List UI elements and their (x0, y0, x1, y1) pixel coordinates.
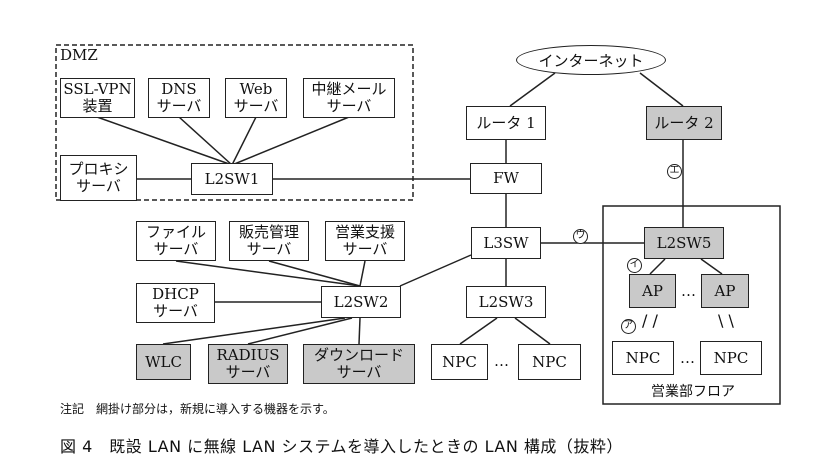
link-salesmgmt-l2sw2 (268, 260, 361, 287)
npc-wired-2: NPC (518, 344, 581, 380)
ssl-vpn-device: SSL-VPN 装置 (60, 78, 135, 118)
internet-cloud: インターネット (516, 45, 666, 75)
link-radius-l2sw2 (247, 317, 353, 345)
sales-support-server: 営業支援 サーバ (325, 221, 405, 261)
link-l2sw3-npc2 (514, 317, 551, 345)
sales-floor-boundary (602, 205, 781, 405)
file-server: ファイル サーバ (136, 221, 216, 261)
wlc-device: WLC (136, 344, 191, 380)
footnote: 注記 網掛け部分は，新規に導入する機器を示す。 (60, 402, 335, 416)
link-internet-router2 (639, 72, 684, 107)
l3sw-switch: L3SW (471, 227, 541, 259)
npc-ellipsis-wireless: … (680, 349, 695, 367)
relay-mail-server: 中継メール サーバ (303, 78, 395, 118)
dhcp-server: DHCP サーバ (136, 283, 215, 323)
wireless-link-2: \ \ (718, 311, 734, 330)
marker-a: ア (621, 319, 636, 334)
figure-caption: 図 4 既設 LAN に無線 LAN システムを導入したときの LAN 構成（抜… (60, 437, 623, 456)
marker-e: エ (667, 164, 682, 179)
marker-i: イ (627, 258, 642, 273)
link-download-l2sw2 (358, 317, 361, 345)
link-l2sw5-ap1 (649, 258, 666, 275)
link-web-l2sw1 (231, 116, 257, 166)
link-l2sw3-npc1 (459, 317, 498, 345)
dns-server: DNS サーバ (148, 78, 210, 118)
proxy-server: プロキシ サーバ (60, 155, 137, 201)
sales-floor-label: 営業部フロア (648, 381, 738, 401)
access-point-1: AP (629, 274, 676, 308)
wireless-link-1: / / (642, 311, 658, 330)
access-point-2: AP (701, 274, 749, 308)
marker-u: ウ (573, 229, 588, 244)
dmz-label: DMZ (57, 46, 101, 64)
sales-management-server: 販売管理 サーバ (229, 221, 309, 261)
npc-wireless-1: NPC (612, 341, 674, 375)
dmz-boundary (55, 44, 414, 201)
l2sw1-switch: L2SW1 (191, 163, 273, 195)
router-2: ルータ 2 (646, 106, 722, 140)
l2sw3-switch: L2SW3 (466, 286, 546, 318)
link-internet-router1 (509, 72, 556, 107)
link-dns-l2sw1 (178, 116, 233, 166)
ap-ellipsis: … (681, 282, 696, 300)
router-1: ルータ 1 (466, 106, 546, 140)
link-salessupport-l2sw2 (359, 260, 366, 287)
link-l3sw-l2sw2 (399, 254, 472, 287)
web-server: Web サーバ (225, 78, 287, 118)
firewall: FW (470, 163, 542, 194)
npc-wired-1: NPC (431, 344, 488, 380)
npc-wireless-2: NPC (700, 341, 762, 375)
l2sw5-switch: L2SW5 (644, 227, 724, 259)
l2sw2-switch: L2SW2 (321, 286, 401, 318)
npc-ellipsis-wired: … (494, 352, 509, 370)
link-l2sw5-ap2 (700, 258, 723, 275)
download-server: ダウンロード サーバ (303, 344, 415, 384)
link-sslvpn-l2sw1 (96, 116, 233, 166)
radius-server: RADIUS サーバ (208, 344, 288, 384)
link-wlc-l2sw2 (162, 317, 346, 345)
link-file-l2sw2 (175, 260, 361, 287)
link-relay-l2sw1 (231, 116, 350, 166)
